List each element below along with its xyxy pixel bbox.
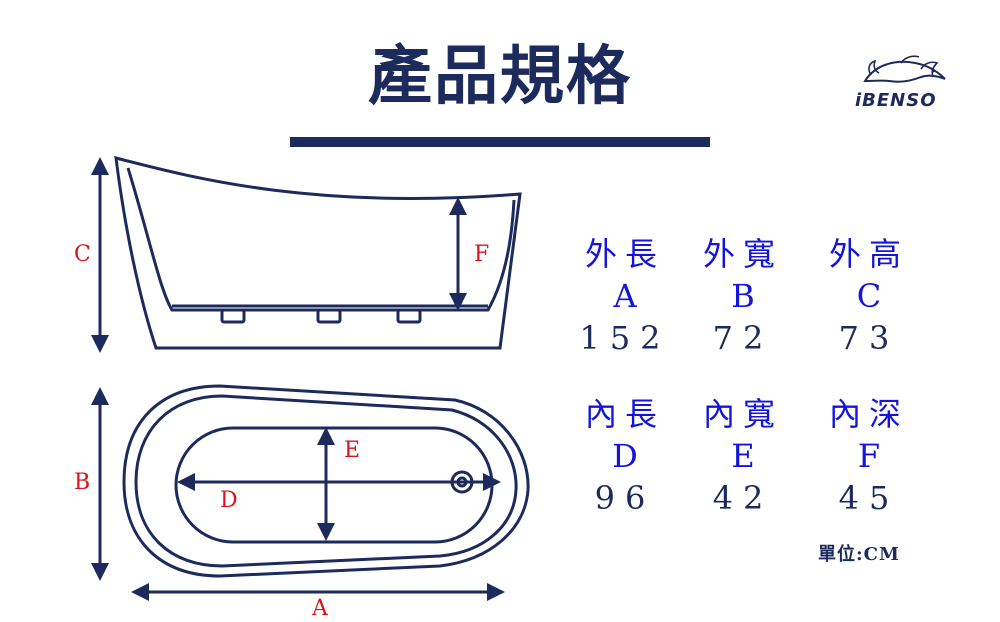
dimension-label-a: A <box>312 596 328 621</box>
spec-code: D <box>612 437 638 475</box>
logo-text: iBENSO <box>855 90 937 111</box>
side-view-tub <box>114 155 522 350</box>
page-title: 產品規格 <box>368 39 632 114</box>
title-underline <box>290 137 710 147</box>
spec-value: 73 <box>838 319 900 357</box>
spec-label: 外寬 <box>702 235 783 273</box>
spec-value: 96 <box>594 479 656 517</box>
spec-outer-length: 外長 A 152 <box>560 234 690 360</box>
spec-label: 外高 <box>828 235 909 273</box>
brand-logo: iBENSO <box>855 55 955 111</box>
dimension-label-b: B <box>74 470 91 495</box>
spec-label: 內深 <box>828 395 909 433</box>
dimension-label-d: D <box>220 488 238 513</box>
spec-outer-height: 外高 C 73 <box>804 234 934 360</box>
spec-value: 45 <box>838 479 900 517</box>
dimension-label-c: C <box>74 242 91 267</box>
spec-inner-width: 內寬 E 42 <box>678 394 808 520</box>
spec-code: C <box>856 277 882 315</box>
spec-value: 152 <box>579 319 671 357</box>
unit-label: 單位:CM <box>818 544 900 565</box>
dimension-label-e: E <box>344 438 361 463</box>
spec-code: E <box>731 437 755 475</box>
spec-code: B <box>731 277 755 315</box>
spec-code: A <box>613 277 637 315</box>
spec-inner-depth: 內深 F 45 <box>804 394 934 520</box>
dolphin-icon <box>863 55 946 83</box>
spec-label: 外長 <box>584 235 665 273</box>
spec-code: F <box>857 437 881 475</box>
dimension-label-f: F <box>474 242 490 267</box>
dimension-arrows <box>91 157 505 601</box>
spec-value: 42 <box>712 479 774 517</box>
spec-inner-length: 內長 D 96 <box>560 394 690 520</box>
spec-value: 72 <box>712 319 774 357</box>
spec-outer-width: 外寬 B 72 <box>678 234 808 360</box>
spec-label: 內長 <box>584 395 665 433</box>
spec-label: 內寬 <box>702 395 783 433</box>
